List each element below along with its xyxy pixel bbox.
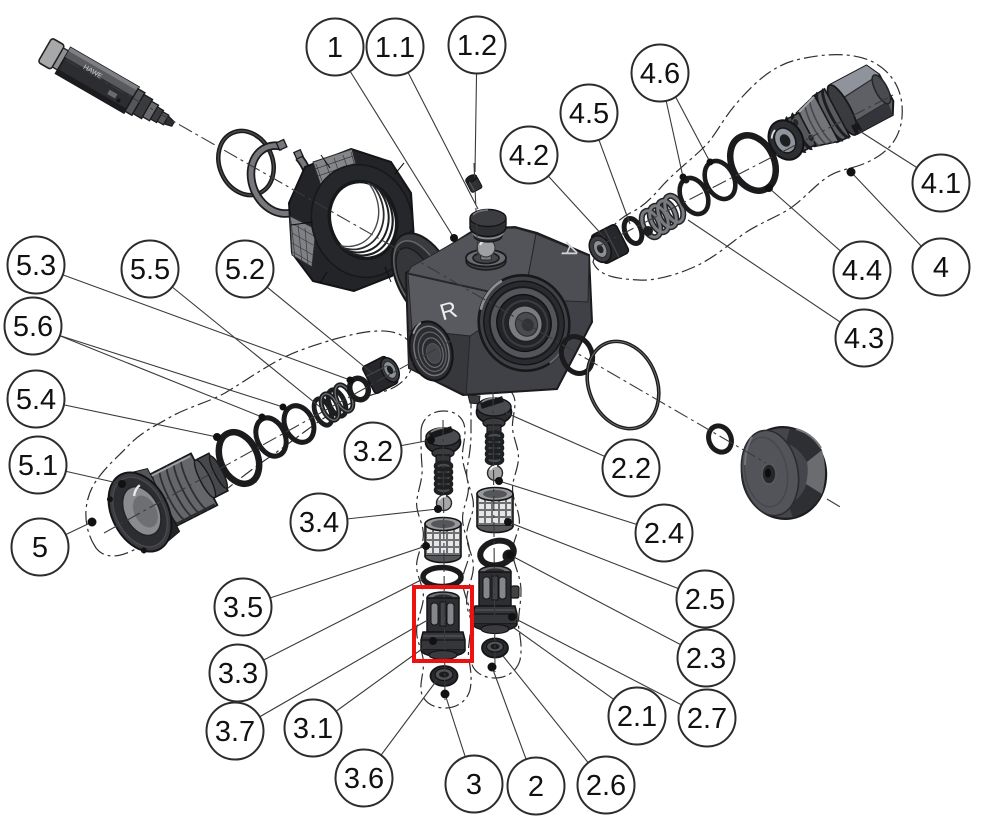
svg-text:5.6: 5.6 <box>13 311 53 343</box>
svg-text:5: 5 <box>32 532 48 564</box>
svg-text:3.3: 3.3 <box>218 658 258 690</box>
svg-text:4.4: 4.4 <box>842 255 882 287</box>
svg-text:1.2: 1.2 <box>457 30 497 62</box>
svg-text:3.5: 3.5 <box>223 592 263 624</box>
svg-text:5.2: 5.2 <box>225 254 265 286</box>
svg-text:4.1: 4.1 <box>921 168 961 200</box>
svg-text:4.5: 4.5 <box>569 98 609 130</box>
svg-text:2.4: 2.4 <box>644 518 684 550</box>
svg-text:2.3: 2.3 <box>686 643 726 675</box>
svg-text:4: 4 <box>933 252 949 284</box>
svg-text:5.5: 5.5 <box>130 254 170 286</box>
svg-text:4.6: 4.6 <box>640 58 680 90</box>
svg-text:2.1: 2.1 <box>617 701 657 733</box>
svg-text:2.5: 2.5 <box>685 584 725 616</box>
svg-text:4.2: 4.2 <box>509 140 549 172</box>
svg-text:3: 3 <box>466 769 482 801</box>
svg-text:2.2: 2.2 <box>611 453 651 485</box>
svg-text:1: 1 <box>327 32 343 64</box>
svg-text:R: R <box>437 296 460 326</box>
svg-text:5.1: 5.1 <box>18 450 58 482</box>
svg-text:3.4: 3.4 <box>299 507 339 539</box>
svg-text:3.7: 3.7 <box>215 716 255 748</box>
svg-text:5.3: 5.3 <box>16 250 56 282</box>
svg-text:2.7: 2.7 <box>687 703 727 735</box>
svg-text:2.6: 2.6 <box>586 770 626 802</box>
svg-text:1.1: 1.1 <box>375 32 415 64</box>
svg-text:5.4: 5.4 <box>16 384 56 416</box>
svg-text:3.2: 3.2 <box>353 436 393 468</box>
svg-text:3.6: 3.6 <box>344 763 384 795</box>
svg-text:3.1: 3.1 <box>293 713 333 745</box>
svg-text:4.3: 4.3 <box>844 323 884 355</box>
svg-text:2: 2 <box>528 771 544 803</box>
